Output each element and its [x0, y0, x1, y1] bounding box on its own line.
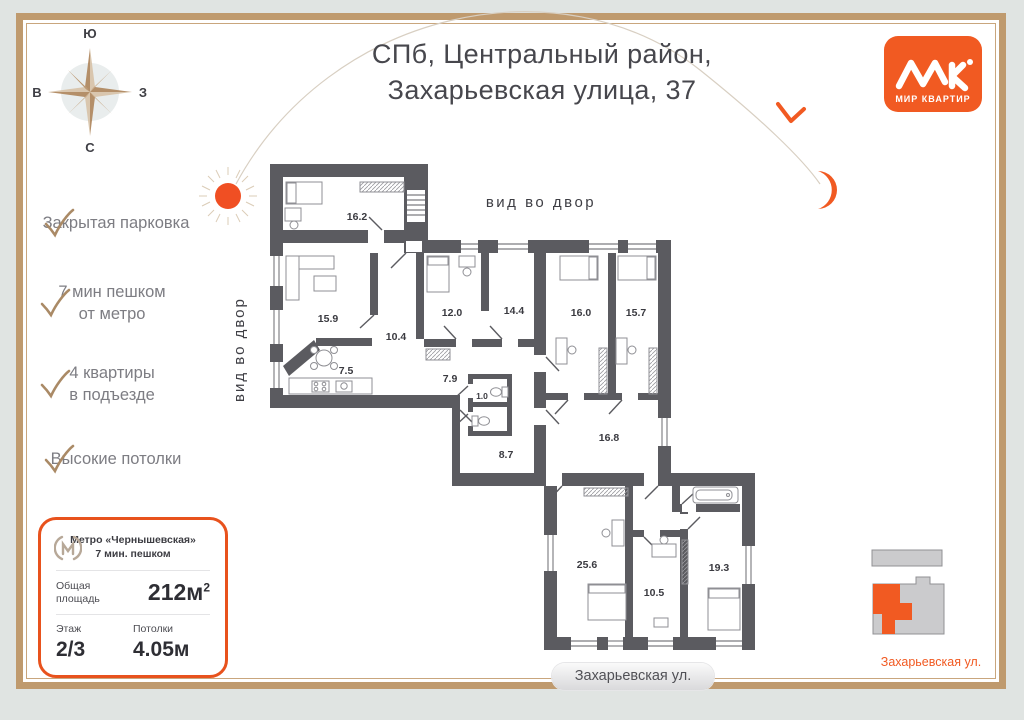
feature-metro-walk: 7 мин пешком от метро [38, 281, 186, 325]
compass-east-label: В [32, 85, 41, 100]
room-label-16-2: 16.2 [347, 211, 368, 223]
moon-icon [818, 171, 837, 209]
page-title: СПб, Центральный район, Захарьевская ули… [292, 36, 792, 108]
plan-door-leaves [359, 216, 701, 550]
room-label-7-5: 7.5 [339, 365, 354, 377]
room-label-8-7: 8.7 [499, 449, 514, 461]
ceiling-label: Потолки [133, 623, 174, 635]
floor-plan: 16.2 15.9 10.4 7.5 12.0 14.4 7.9 1.0 8.7… [270, 164, 755, 650]
room-label-25-6: 25.6 [577, 559, 598, 571]
room-label-14-4: 14.4 [504, 305, 525, 317]
feature-metro-line1: 7 мин пешком [58, 283, 166, 301]
feature-parking-label: Закрытая парковка [42, 214, 190, 232]
sun-arc-line [235, 11, 821, 185]
total-area-value: 212м2 [147, 579, 210, 605]
metro-walk-time: 7 мин. пешком [95, 548, 171, 560]
compass-south-label: Ю [83, 26, 96, 41]
minimap-highlighted-section [873, 584, 912, 634]
checkmark-icon [44, 444, 75, 474]
feature-metro-line2: от метро [78, 305, 146, 323]
metro-logo-icon [54, 535, 82, 560]
area-superscript: 2 [203, 580, 210, 595]
room-label-16-0: 16.0 [571, 307, 592, 319]
feature-parking: Закрытая парковка [42, 208, 190, 238]
brand-name: МИР КВАРТИР [895, 94, 970, 104]
courtyard-view-label-top: вид во двор [486, 194, 596, 211]
checkmark-icon [44, 208, 75, 238]
title-line-2: Захарьевская улица, 37 [387, 75, 697, 105]
total-area-label-line2: площадь [56, 592, 100, 605]
street-name-pill: Захарьевская ул. [552, 663, 714, 690]
feature-ceilings: Высокие потолки [42, 444, 190, 474]
feature-ceilings-label: Высокие потолки [50, 450, 182, 468]
plan-door-gaps [368, 230, 696, 537]
info-card: Метро «Чернышевская» 7 мин. пешком Общая… [38, 517, 228, 678]
minimap-neighbor-building [871, 549, 943, 567]
ceiling-value: 4.05м [133, 638, 190, 661]
checkmark-icon [40, 288, 71, 318]
compass-west-label: З [139, 85, 147, 100]
plan-furniture [284, 181, 741, 631]
sun-icon [199, 167, 257, 225]
floor-value: 2/3 [56, 638, 86, 661]
feature-apartments-line1: 4 квартиры [69, 364, 155, 382]
compass-rose: Ю В З С [32, 26, 147, 154]
card-divider [56, 614, 210, 615]
logo-dot [967, 59, 973, 65]
compass-north-label: С [85, 140, 95, 154]
checkmark-icon [40, 369, 71, 399]
room-label-16-8: 16.8 [599, 432, 620, 444]
room-label-19-3: 19.3 [709, 562, 730, 574]
brand-logo: МИР КВАРТИР [884, 36, 982, 112]
room-label-10-4: 10.4 [386, 331, 407, 343]
room-label-7-9: 7.9 [443, 373, 458, 385]
title-line-1: СПб, Центральный район, [371, 39, 713, 69]
card-divider [56, 570, 210, 571]
room-label-15-7: 15.7 [626, 307, 647, 319]
room-label-10-5: 10.5 [644, 587, 665, 599]
room-label-1-0: 1.0 [476, 391, 488, 401]
feature-apartments: 4 квартиры в подъезде [38, 362, 186, 406]
room-label-15-9: 15.9 [318, 313, 339, 325]
location-minimap [871, 549, 945, 635]
metro-station-name: Метро «Чернышевская» [70, 534, 196, 546]
logo-k-mark [948, 61, 969, 92]
room-label-12-0: 12.0 [442, 307, 463, 319]
courtyard-view-label-left: вид во двор [231, 297, 248, 403]
entrance-stairs [407, 190, 425, 222]
plan-windows [270, 240, 755, 650]
direction-arrow-icon [776, 102, 806, 123]
feature-apartments-line2: в подъезде [69, 386, 155, 404]
logo-m-mark [895, 59, 949, 90]
minimap-street-label: Захарьевская ул. [880, 655, 982, 669]
floor-label: Этаж [56, 623, 82, 635]
total-area-label-line1: Общая [56, 579, 91, 592]
